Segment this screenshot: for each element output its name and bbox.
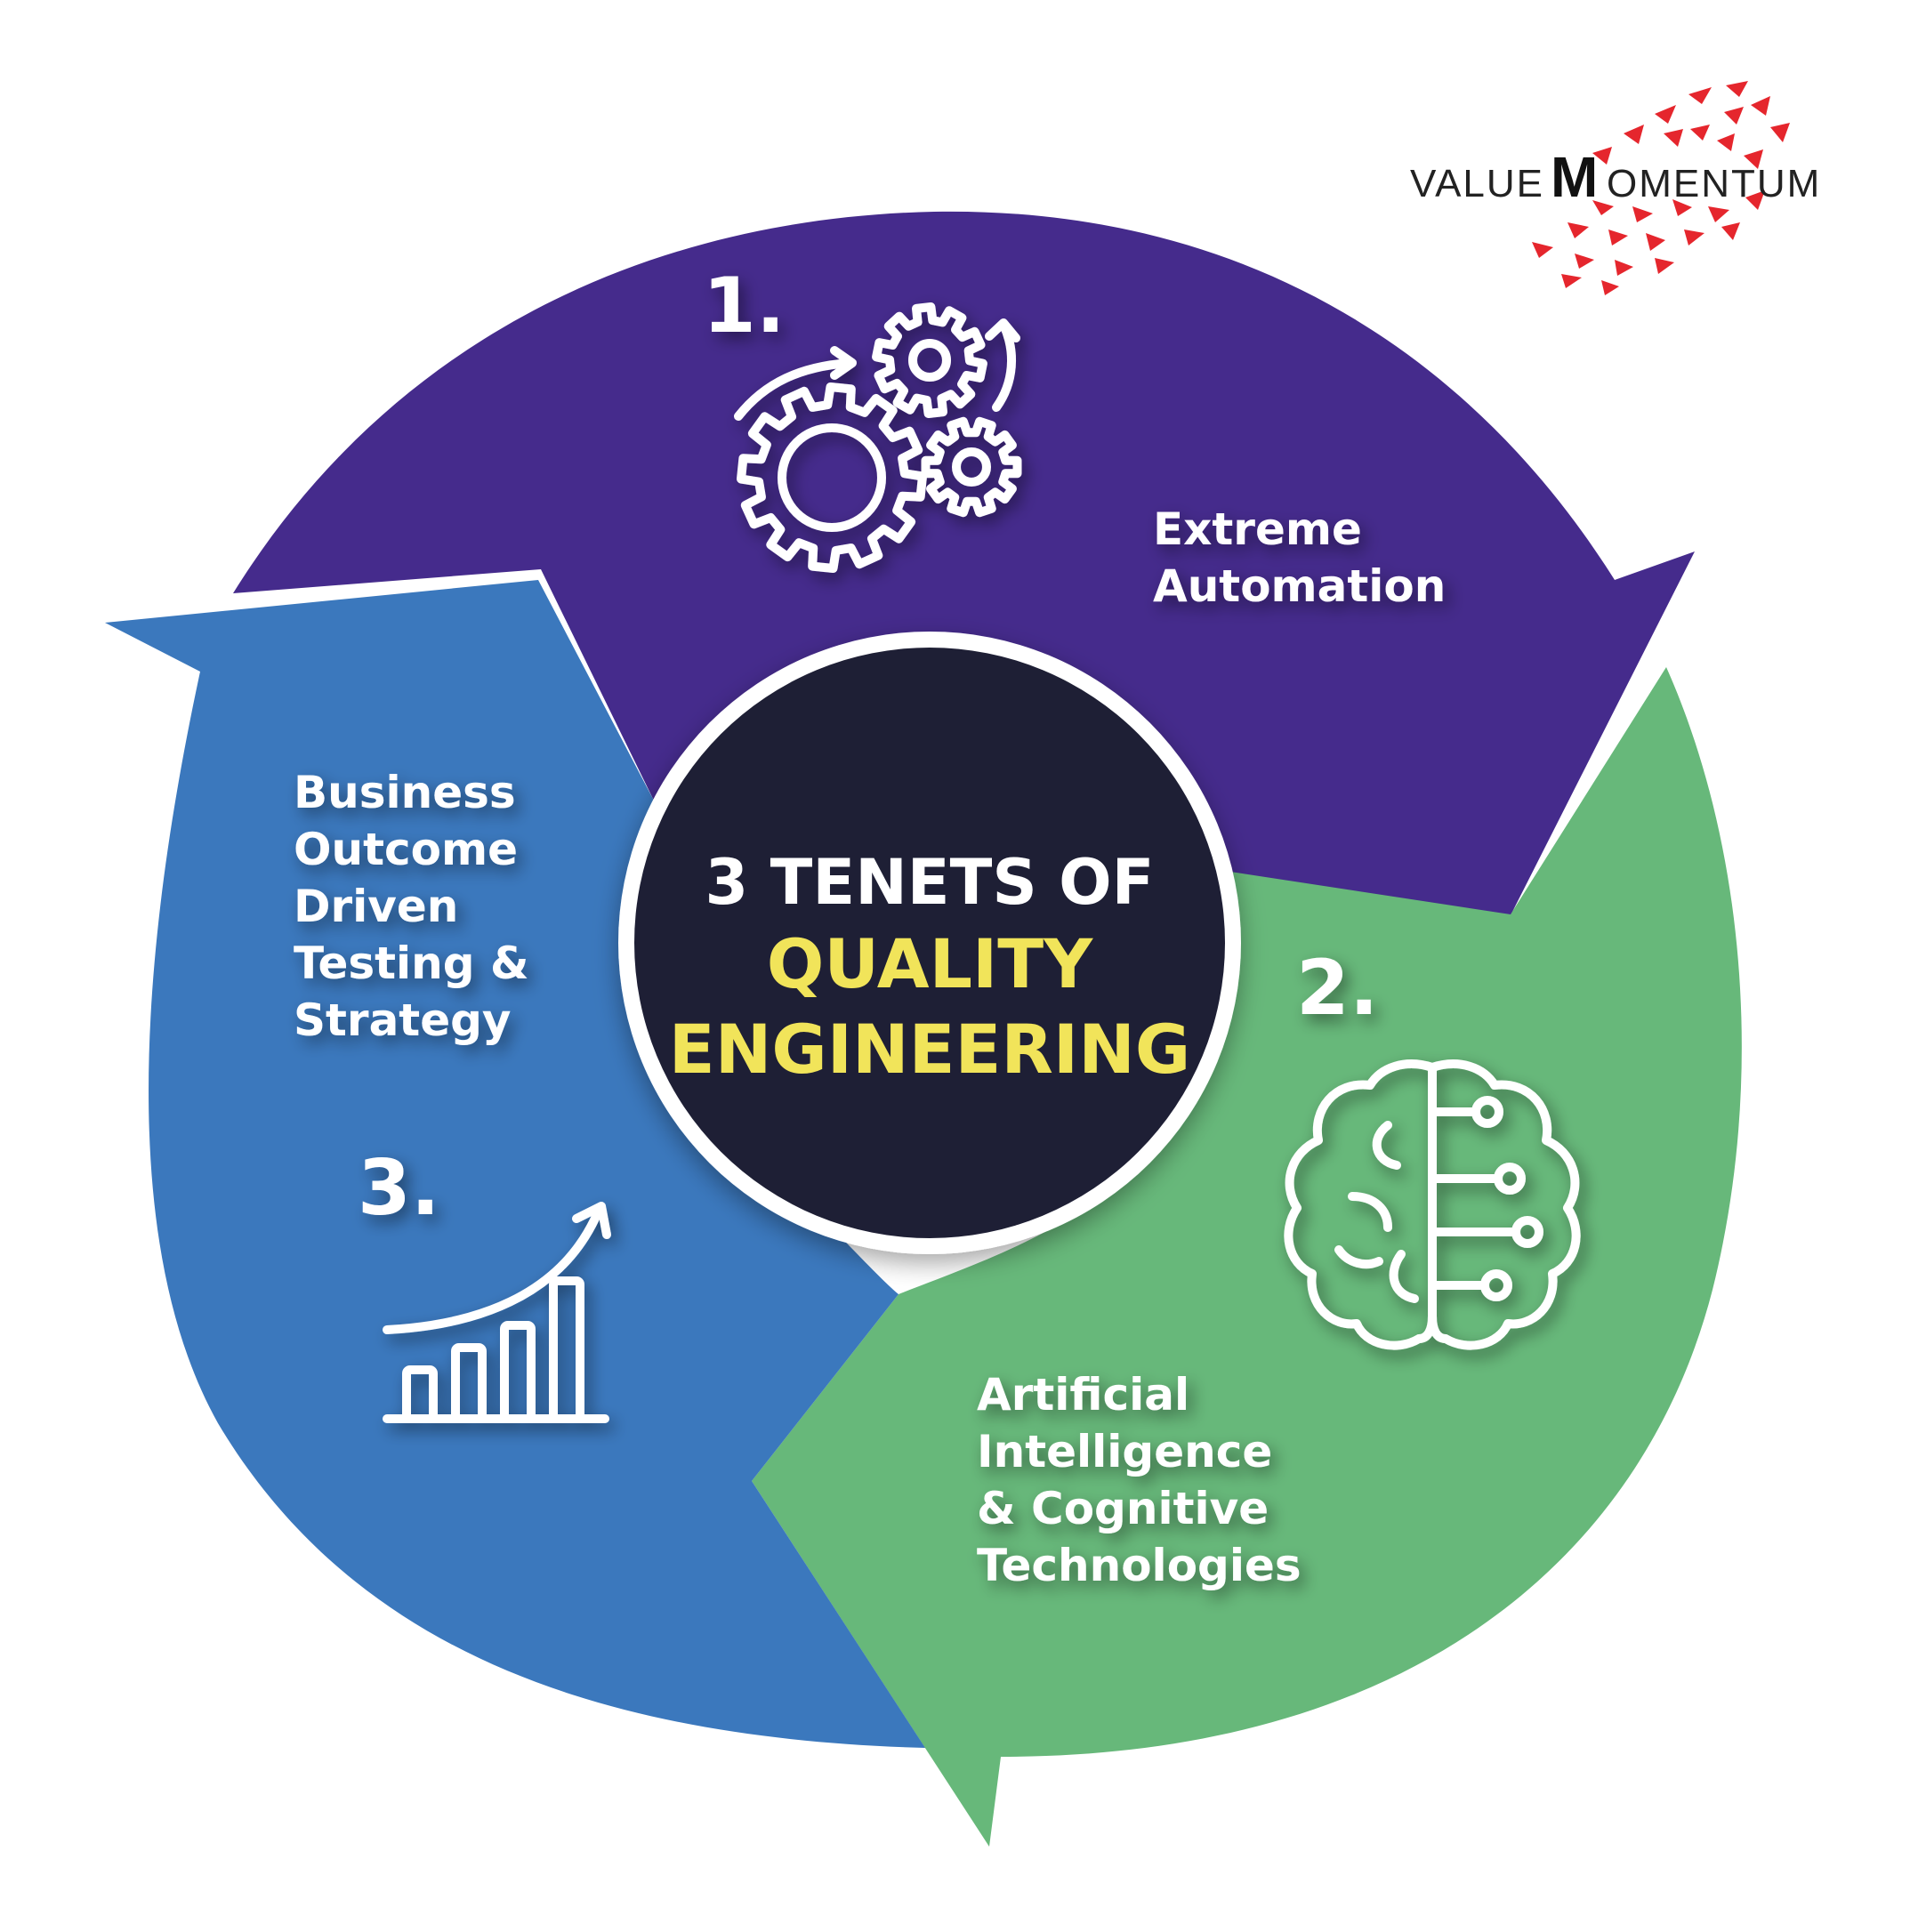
tenet-3-number: 3. bbox=[358, 1144, 440, 1233]
brain-circuit-icon bbox=[1284, 1059, 1581, 1350]
tenet-2-label: Artificial Intelligence & Cognitive Tech… bbox=[977, 1369, 1302, 1591]
tenet-3-label-line: Outcome bbox=[294, 824, 518, 875]
tenet-1-label-line: Automation bbox=[1153, 560, 1446, 612]
valuemomentum-logo: VALUE M OMENTUM bbox=[1410, 81, 1821, 295]
tenet-2-label-line: Intelligence bbox=[977, 1426, 1272, 1477]
tenet-1-number: 1. bbox=[703, 262, 786, 350]
tenet-2-label-line: Artificial bbox=[977, 1369, 1189, 1421]
tenet-1-label: Extreme Automation bbox=[1153, 503, 1446, 612]
segment-business-outcome bbox=[105, 580, 925, 1748]
logo-text-prefix: VALUE bbox=[1410, 162, 1544, 205]
segment-artificial-intelligence bbox=[752, 667, 1742, 1847]
growth-chart-icon bbox=[383, 1202, 611, 1423]
center-circle bbox=[634, 648, 1225, 1238]
tenet-3-label-line: Strategy bbox=[294, 994, 512, 1046]
tenet-1-label-line: Extreme bbox=[1153, 503, 1362, 555]
center-title-line3: ENGINEERING bbox=[669, 1010, 1190, 1089]
tenet-3-label: Business Outcome Driven Testing & Strate… bbox=[294, 767, 529, 1046]
tenet-3-label-line: Testing & bbox=[294, 938, 529, 989]
tenet-2-label-line: & Cognitive bbox=[977, 1483, 1269, 1534]
logo-swirl bbox=[1532, 81, 1790, 295]
gears-icon bbox=[734, 302, 1022, 573]
segment-extreme-automation bbox=[233, 211, 1695, 922]
logo-text-suffix: OMENTUM bbox=[1607, 162, 1821, 205]
logo-text-initial: M bbox=[1551, 145, 1598, 209]
tenet-2-number: 2. bbox=[1296, 944, 1379, 1033]
tenet-2-label-line: Technologies bbox=[977, 1540, 1302, 1591]
center-title-line1: 3 TENETS OF bbox=[705, 846, 1155, 919]
tenet-3-label-line: Driven bbox=[294, 881, 458, 932]
center-title-line2: QUALITY bbox=[767, 924, 1093, 1003]
tenet-3-label-line: Business bbox=[294, 767, 516, 818]
